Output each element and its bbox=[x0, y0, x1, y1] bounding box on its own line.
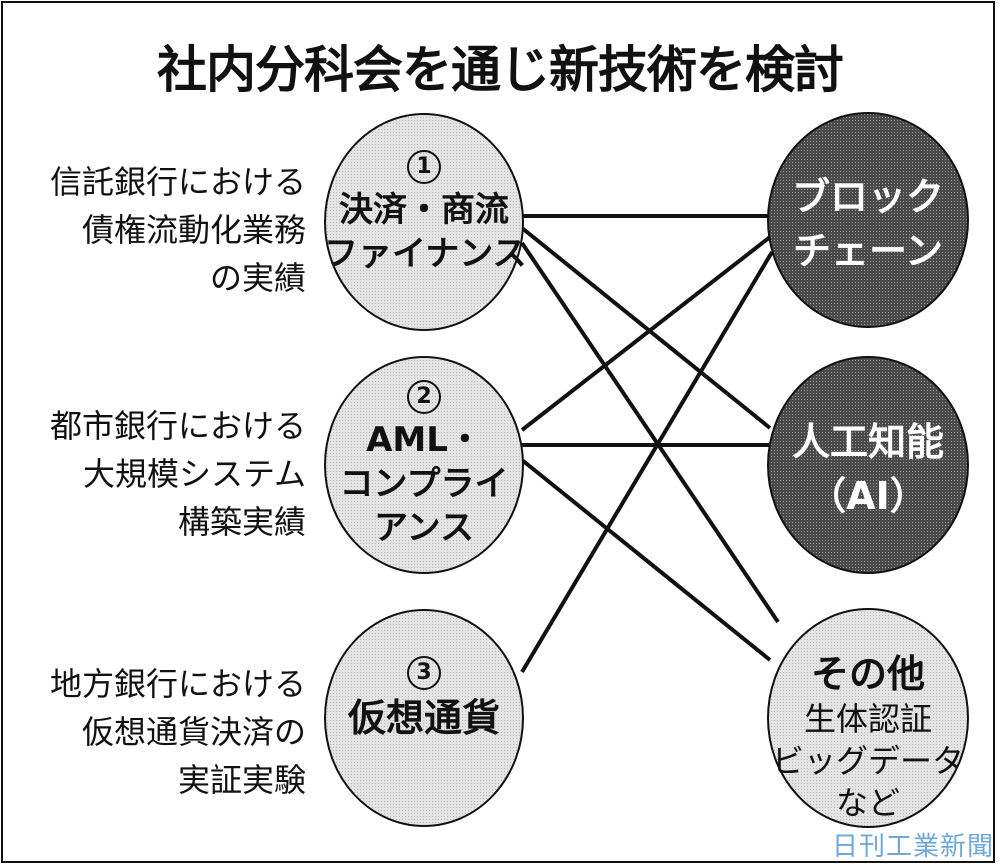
technology-heading: その他 bbox=[810, 652, 925, 696]
technology-line: （AI） bbox=[808, 474, 928, 518]
connection-line-1-1 bbox=[520, 226, 772, 430]
technology-other-label: その他 生体認証 ビッグデータ など bbox=[768, 650, 968, 824]
connection-line-1-2 bbox=[520, 241, 780, 624]
connection-line-3-6 bbox=[520, 250, 774, 674]
description-city-bank: 都市銀行における 大規模システム 構築実績 bbox=[50, 402, 306, 546]
subcommittee-line: AML・ bbox=[366, 420, 482, 460]
subcommittee-3-label: 3 仮想通貨 bbox=[324, 656, 524, 742]
description-line: 都市銀行における bbox=[49, 407, 306, 445]
technology-circle-blockchain bbox=[767, 112, 969, 328]
subcommittee-2-label: 2 AML・ コンプライ アンス bbox=[324, 380, 524, 550]
description-line: の実績 bbox=[209, 259, 306, 297]
publisher-watermark: 日刊工業新聞 bbox=[831, 832, 994, 862]
connection-line-2-5 bbox=[520, 458, 772, 662]
technology-blockchain-label: ブロック チェーン bbox=[768, 170, 968, 278]
technology-line: チェーン bbox=[792, 229, 944, 273]
technology-line: 人工知能 bbox=[791, 420, 944, 464]
diagram-title: 社内分科会を通じ新技術を検討 bbox=[157, 41, 844, 99]
subcommittee-circle-1 bbox=[324, 113, 524, 331]
number-badge-1: 1 bbox=[407, 150, 441, 184]
subcommittee-line: アンス bbox=[374, 508, 474, 548]
subcommittee-circle-3 bbox=[324, 609, 524, 827]
technology-circle-ai bbox=[767, 356, 969, 574]
number-badge-2: 2 bbox=[407, 380, 441, 414]
technology-ai-label: 人工知能 （AI） bbox=[768, 415, 968, 523]
description-line: 債権流動化業務 bbox=[81, 211, 306, 249]
subcommittee-circle-2 bbox=[324, 356, 524, 574]
technology-line: など bbox=[835, 784, 900, 822]
subcommittee-line: ファイナンス bbox=[324, 234, 527, 274]
subcommittee-line: 決済・商流 bbox=[339, 190, 509, 230]
subcommittee-1-label: 1 決済・商流 ファイナンス bbox=[324, 150, 527, 276]
description-regional-bank: 地方銀行における 仮想通貨決済の 実証実験 bbox=[50, 660, 306, 804]
description-line: 信託銀行における bbox=[49, 163, 306, 201]
description-line: 地方銀行における bbox=[49, 665, 306, 703]
technology-line: 生体認証 bbox=[803, 700, 932, 738]
description-trust-bank: 信託銀行における 債権流動化業務 の実績 bbox=[50, 158, 306, 302]
number-badge-3: 3 bbox=[407, 656, 441, 690]
subcommittee-line: 仮想通貨 bbox=[347, 696, 500, 740]
description-line: 仮想通貨決済の bbox=[81, 713, 306, 751]
description-line: 大規模システム bbox=[82, 455, 306, 493]
description-line: 構築実績 bbox=[177, 503, 306, 541]
technology-line: ビッグデータ bbox=[771, 742, 964, 780]
subcommittee-line: コンプライ bbox=[339, 464, 509, 504]
technology-circle-other bbox=[767, 608, 969, 828]
connection-line-2-3 bbox=[520, 235, 772, 432]
technology-line: ブロック bbox=[791, 175, 944, 219]
description-line: 実証実験 bbox=[177, 761, 306, 799]
